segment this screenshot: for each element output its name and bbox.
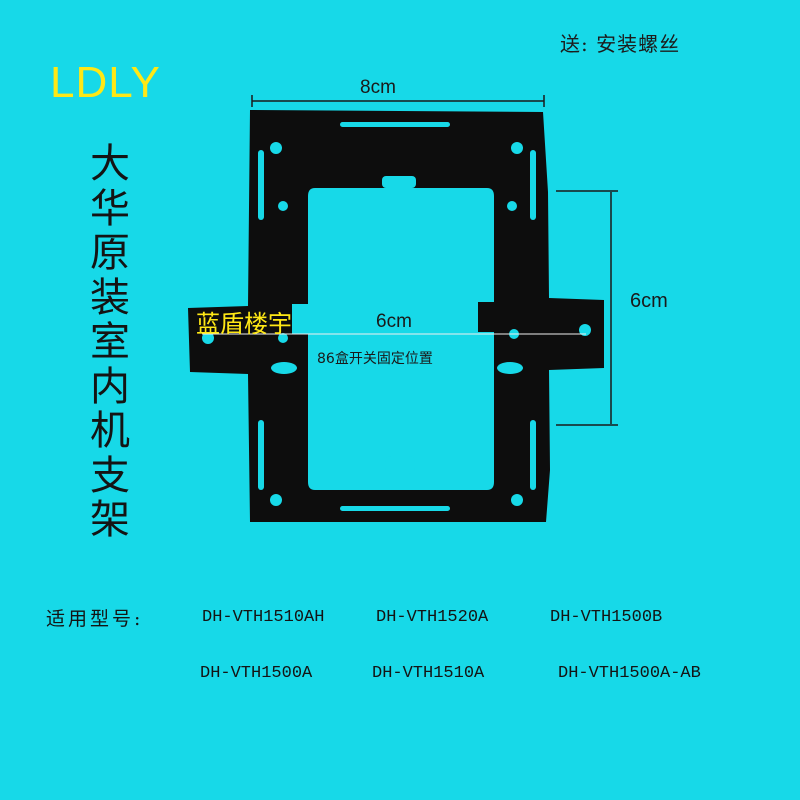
compatible-models-label: 适用型号: bbox=[46, 608, 144, 630]
height-dimension-line bbox=[556, 190, 618, 426]
brand-logo-text: LDLY bbox=[50, 58, 161, 107]
model-item: DH-VTH1500A-AB bbox=[558, 664, 701, 683]
watermark-text: 蓝盾楼宇 bbox=[196, 310, 292, 338]
top-notch bbox=[382, 176, 416, 188]
model-item: DH-VTH1500B bbox=[550, 608, 663, 627]
bracket-window bbox=[292, 188, 494, 490]
hole-spacing-label: 6cm bbox=[376, 311, 412, 332]
product-title: 大华原装室内机支架 bbox=[90, 141, 130, 543]
bracket-slots bbox=[258, 122, 536, 511]
model-item: DH-VTH1520A bbox=[376, 608, 489, 627]
model-item: DH-VTH1510A bbox=[372, 664, 485, 683]
box-mount-label: 86盒开关固定位置 bbox=[317, 351, 433, 367]
width-dimension-line bbox=[251, 95, 545, 107]
mounting-holes bbox=[202, 142, 591, 506]
gift-note: 送: 安装螺丝 bbox=[560, 32, 681, 56]
width-dimension-label: 8cm bbox=[360, 77, 396, 98]
model-item: DH-VTH1510AH bbox=[202, 608, 325, 627]
bottom-notch bbox=[385, 456, 415, 474]
height-dimension-label: 6cm bbox=[630, 290, 668, 312]
model-item: DH-VTH1500A bbox=[200, 664, 313, 683]
